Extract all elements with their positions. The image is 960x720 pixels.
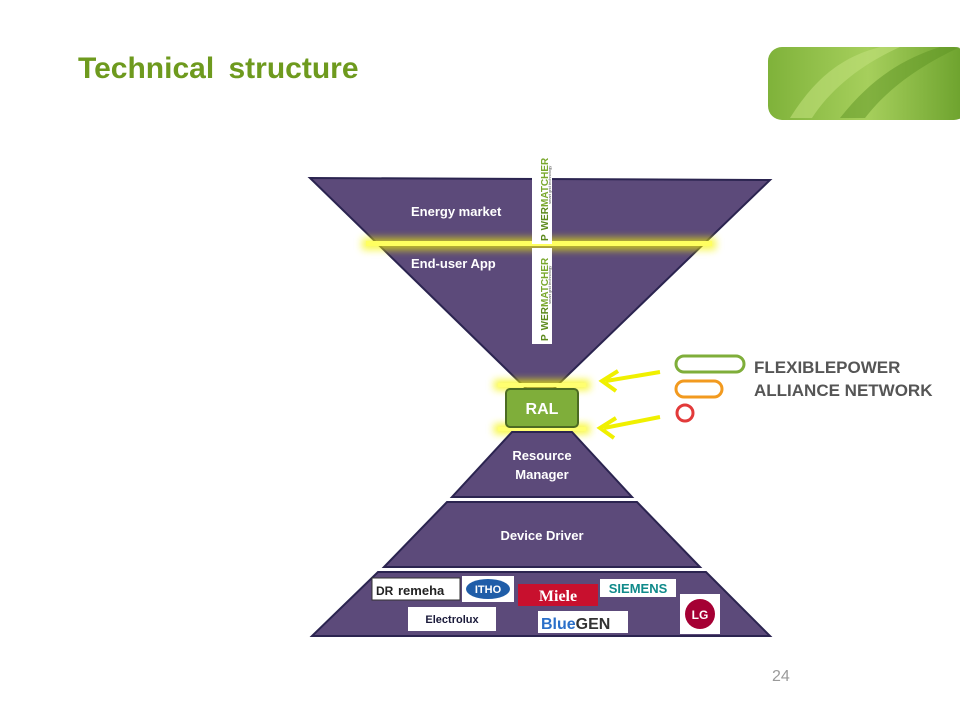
electrolux-logo: Electrolux xyxy=(408,607,496,631)
slide-title: Technical structure xyxy=(78,52,359,85)
remeha-logo: DR remeha xyxy=(371,577,461,601)
svg-text:LG: LG xyxy=(692,608,709,622)
arrow-to-ral-bottom xyxy=(596,415,661,440)
ral-box xyxy=(505,388,579,428)
svg-text:FLEXIBLEPOWER: FLEXIBLEPOWER xyxy=(754,358,900,377)
svg-text:PWERMATCHER: PWERMATCHER xyxy=(540,257,551,341)
svg-text:SIEMENS: SIEMENS xyxy=(609,581,668,596)
resource-manager-label-2: Manager xyxy=(515,467,568,482)
page-number: 24 xyxy=(772,668,790,685)
svg-text:smart grid technology: smart grid technology xyxy=(547,266,552,304)
bluegen-logo: BlueGEN xyxy=(538,611,628,633)
svg-text:Miele: Miele xyxy=(539,588,577,605)
svg-text:PWERMATCHER: PWERMATCHER xyxy=(540,157,551,241)
svg-text:smart grid technology: smart grid technology xyxy=(547,166,552,204)
itho-logo: ITHO xyxy=(462,576,514,602)
svg-text:DR: DR xyxy=(376,584,394,598)
ral-label: RAL xyxy=(526,401,559,418)
energy-market-label: Energy market xyxy=(411,204,502,219)
miele-logo: Miele xyxy=(518,584,598,606)
svg-text:BlueGEN: BlueGEN xyxy=(541,616,610,633)
ral-highlight xyxy=(494,380,590,434)
header-banner xyxy=(768,47,960,120)
siemens-logo: SIEMENS xyxy=(600,579,676,597)
arrow-to-ral-top xyxy=(598,369,661,393)
flexiblepower-logo: FLEXIBLEPOWER ALLIANCE NETWORK xyxy=(674,354,933,423)
svg-text:Electrolux: Electrolux xyxy=(425,614,479,626)
svg-text:remeha: remeha xyxy=(398,583,445,598)
device-driver-label: Device Driver xyxy=(500,528,583,543)
device-driver-layer xyxy=(381,501,703,568)
svg-text:ALLIANCE NETWORK: ALLIANCE NETWORK xyxy=(754,381,933,400)
end-user-app-label: End-user App xyxy=(411,256,496,271)
powermatcher-logo-bottom: PWERMATCHER smart grid technology xyxy=(532,248,552,344)
resource-manager-layer xyxy=(449,431,635,498)
resource-manager-label-1: Resource xyxy=(512,448,571,463)
powermatcher-logo-top: PWERMATCHER smart grid technology xyxy=(532,148,552,244)
svg-text:ITHO: ITHO xyxy=(475,584,502,596)
lg-logo: LG xyxy=(680,594,720,634)
